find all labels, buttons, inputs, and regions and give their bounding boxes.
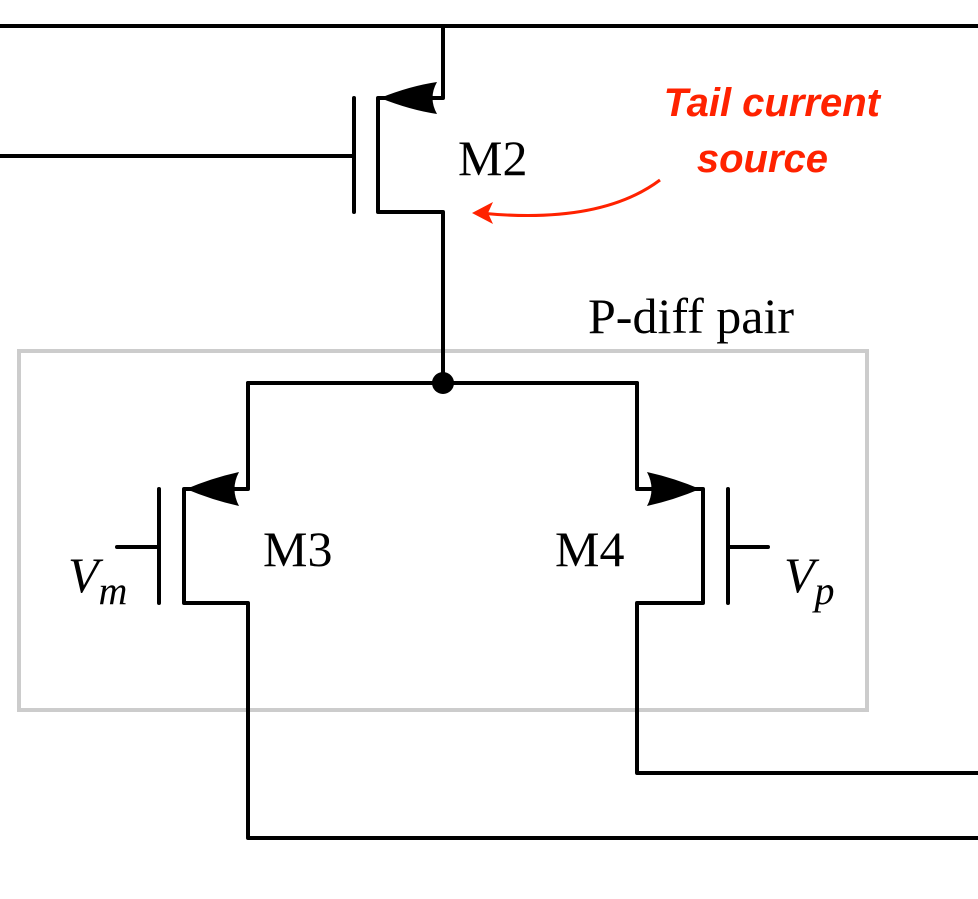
transistor-m2: M2 <box>0 24 527 385</box>
tail-current-annotation: Tail current source <box>472 81 882 224</box>
m3-source-arrow <box>186 472 239 506</box>
transistor-m4: M4 Vp <box>555 381 978 775</box>
m2-label: M2 <box>458 130 527 186</box>
annotation-arrowhead <box>472 202 493 224</box>
vm-label: Vm <box>68 547 127 613</box>
p-diff-pair-label: P-diff pair <box>588 288 794 344</box>
m3-label: M3 <box>263 521 332 577</box>
m2-source-arrow <box>380 82 437 114</box>
p-diff-pair-box <box>17 349 869 712</box>
transistor-m3: M3 Vm <box>68 381 978 840</box>
m4-label: M4 <box>555 521 624 577</box>
svg-text:Tail current: Tail current <box>664 81 882 125</box>
vp-label: Vp <box>784 547 835 613</box>
m4-source-arrow <box>647 472 700 506</box>
svg-text:source: source <box>697 137 828 181</box>
annotation-arrow <box>479 178 661 218</box>
